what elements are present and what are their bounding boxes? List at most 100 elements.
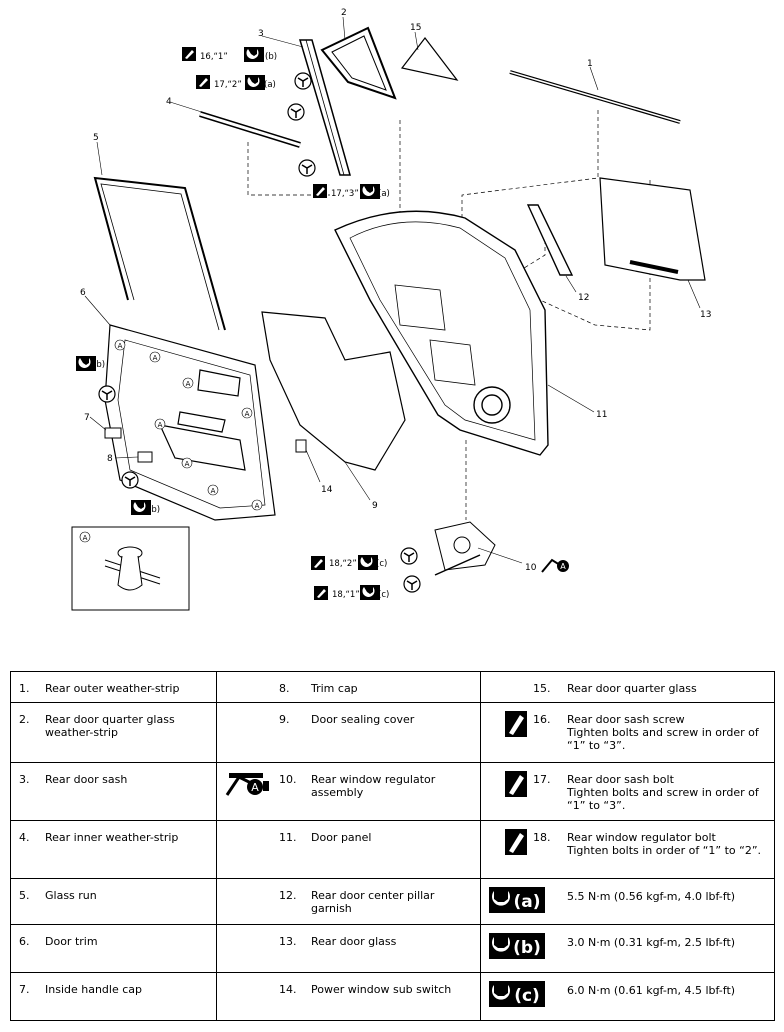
legend-num: 9. — [279, 713, 290, 726]
svg-text:18,“1”: 18,“1” — [332, 590, 360, 600]
svg-text:15: 15 — [410, 23, 421, 33]
legend-num: 7. — [19, 983, 30, 996]
legend-num: 5. — [19, 889, 30, 902]
torque-c-icon: (c) — [489, 981, 545, 1007]
legend-label: Inside handle cap — [45, 983, 143, 996]
legend-label: Rear door sash — [45, 773, 128, 786]
callout-labels: 1 2 3 4 5 6 7 8 9 10 11 12 13 14 15 — [80, 8, 711, 573]
legend-row: 1. Rear outer weather-strip 8. Trim cap 15… — [10, 671, 775, 703]
legend-row: 4.Rear inner weather-strip 11.Door panel… — [10, 820, 775, 879]
svg-text:14: 14 — [321, 485, 333, 495]
legend-num: 12. — [279, 889, 297, 902]
svg-text:9: 9 — [372, 501, 378, 511]
legend-num: 15. — [533, 682, 551, 695]
legend-label: Rear door glass — [311, 935, 397, 948]
legend-label: Rear door quarter glass — [567, 682, 697, 695]
part-5-glass-run — [93, 176, 226, 331]
part-4-inner-weather-strip — [199, 111, 301, 148]
legend-num: 14. — [279, 983, 297, 996]
svg-text:7: 7 — [84, 413, 90, 423]
svg-text:17,“3”: 17,“3” — [331, 189, 359, 199]
part-3-door-sash — [298, 39, 351, 176]
legend-num: 10. — [279, 773, 297, 786]
legend-row: 6.Door trim 13.Rear door glass (b) : 3.0… — [10, 924, 775, 973]
detail-a-inset: A — [71, 526, 190, 611]
legend-label: 5.5 N·m (0.56 kgf-m, 4.0 lbf-ft) — [567, 890, 736, 903]
svg-text:(b): (b) — [513, 938, 541, 958]
part-10-window-regulator — [434, 521, 496, 576]
legend-label: Power window sub switch — [311, 983, 452, 996]
svg-text:(c): (c) — [514, 986, 540, 1006]
parts-legend-table: 1. Rear outer weather-strip 8. Trim cap 15… — [10, 671, 775, 1021]
legend-num: 3. — [19, 773, 30, 786]
svg-text:8: 8 — [107, 454, 113, 464]
svg-text:(a): (a) — [378, 189, 390, 199]
svg-text:(c): (c) — [376, 559, 387, 569]
legend-num: 1. — [19, 682, 30, 695]
torque-a-icon: (a) — [489, 887, 545, 913]
svg-text:3: 3 — [258, 29, 264, 39]
svg-text:(a): (a) — [264, 80, 276, 90]
torque-b-icon: (b) — [489, 933, 545, 959]
svg-text:13: 13 — [700, 310, 711, 320]
door-exploded-diagram: A A A A A A A A 16,“1” (b) 17,“2” (a) 17… — [71, 8, 711, 611]
legend-label: 3.0 N·m (0.31 kgf-m, 2.5 lbf-ft) — [567, 936, 736, 949]
grease-a-icon: A — [225, 773, 269, 796]
legend-num: 11. — [279, 831, 297, 844]
legend-label: Rear outer weather-strip — [45, 682, 180, 695]
legend-label: Trim cap — [311, 682, 358, 695]
svg-text:18,“2”: 18,“2” — [329, 559, 357, 569]
part-6-door-trim — [104, 324, 276, 521]
legend-num: 8. — [279, 682, 290, 695]
part-15-quarter-glass — [400, 37, 459, 81]
tighten-order-icon — [505, 711, 527, 737]
svg-text:(b): (b) — [265, 52, 277, 62]
svg-text:(a): (a) — [513, 892, 540, 912]
svg-text:11: 11 — [596, 410, 607, 420]
legend-row: 2.Rear door quarter glass weather-strip … — [10, 702, 775, 763]
legend-num: 16. — [533, 713, 551, 726]
legend-num: : — [539, 983, 543, 996]
svg-text:A: A — [211, 487, 216, 495]
spec-labels: 16,“1” (b) 17,“2” (a) 17,“3” (a) (b) (b)… — [76, 47, 576, 600]
part-2-quarter-weather-strip — [320, 26, 397, 100]
legend-num: 4. — [19, 831, 30, 844]
legend-note: Tighten bolts in order of “1” to “2”. — [567, 844, 762, 857]
tighten-order-icon — [505, 829, 527, 855]
svg-text:2: 2 — [341, 8, 347, 18]
legend-label: 6.0 N·m (0.61 kgf-m, 4.5 lbf-ft) — [567, 984, 736, 997]
svg-text:A: A — [83, 534, 88, 542]
legend-label: Glass run — [45, 889, 97, 902]
legend-label: Rear door center pillar garnish — [311, 889, 435, 915]
svg-text:(b): (b) — [148, 505, 160, 515]
clip-markers: A A A A A A A A — [114, 339, 263, 511]
svg-text:12: 12 — [578, 293, 589, 303]
svg-text:A: A — [118, 342, 123, 350]
svg-text:17,“2”: 17,“2” — [214, 80, 242, 90]
legend-num: : — [539, 889, 543, 902]
svg-text:6: 6 — [80, 288, 86, 298]
svg-text:A: A — [185, 460, 190, 468]
svg-text:16,“1”: 16,“1” — [200, 52, 228, 62]
svg-text:4: 4 — [166, 97, 172, 107]
part-7-handle-cap — [104, 427, 122, 439]
legend-label: Rear door quarter glass weather-strip — [45, 713, 175, 739]
grease-a-diagram-icon: A — [540, 558, 576, 573]
part-9-sealing-cover — [261, 311, 406, 471]
svg-text:1: 1 — [587, 59, 593, 69]
legend-note: Tighten bolts and screw in order of “1” … — [567, 786, 759, 812]
legend-num: 13. — [279, 935, 297, 948]
part-12-pillar-garnish — [526, 204, 574, 276]
legend-note: Tighten bolts and screw in order of “1” … — [567, 726, 759, 752]
svg-text:A: A — [255, 502, 260, 510]
legend-label: Rear inner weather-strip — [45, 831, 179, 844]
legend-label: Door sealing cover — [311, 713, 415, 726]
legend-num: 18. — [533, 831, 551, 844]
svg-text:A: A — [251, 781, 259, 794]
callouts — [84, 16, 701, 564]
part-1-outer-weather-strip — [509, 70, 681, 124]
svg-text:A: A — [186, 380, 191, 388]
legend-row: 3.Rear door sash A 10. Rear window regul… — [10, 762, 775, 821]
